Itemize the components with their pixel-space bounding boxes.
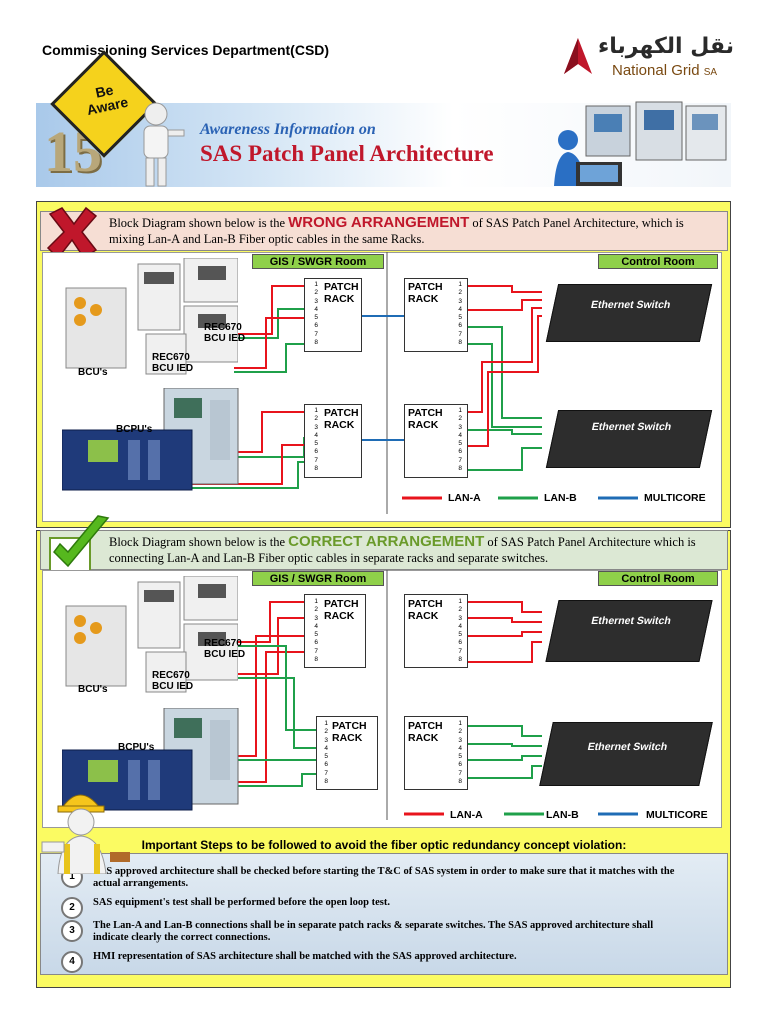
- national-grid-logo-icon: [562, 36, 594, 76]
- bcu-label: BCU's: [78, 367, 108, 378]
- step-number: 2: [61, 897, 83, 919]
- legend-multicore: MULTICORE: [646, 809, 708, 821]
- ethernet-switch-lower: Ethernet Switch: [545, 410, 713, 468]
- ethernet-switch-upper: Ethernet Switch: [545, 600, 713, 662]
- legend-lan-a: LAN-A: [450, 809, 483, 821]
- banner-subtitle: Awareness Information on: [200, 121, 376, 138]
- correct-arrangement-label: CORRECT ARRANGEMENT: [288, 533, 485, 550]
- legend-lan-b: LAN-B: [546, 809, 579, 821]
- patch-rack-control-lower: [404, 716, 468, 790]
- bcpu-equipment-icon: [61, 387, 242, 498]
- legend-lan-a: LAN-A: [448, 492, 481, 504]
- correct-arrangement-note: Block Diagram shown below is the CORRECT…: [40, 530, 728, 570]
- worker-icon: [40, 778, 136, 875]
- bcu-label: BCU's: [78, 684, 108, 695]
- patch-rack-control-upper: [404, 278, 468, 352]
- step-number: 3: [61, 920, 83, 942]
- figure-icon: [118, 100, 188, 190]
- patch-rack-gis-upper: [304, 594, 366, 668]
- legend-lan-b: LAN-B: [544, 492, 577, 504]
- patch-rack-control-upper: [404, 594, 468, 668]
- control-room-label: Control Room: [598, 571, 718, 586]
- gis-room-label: GIS / SWGR Room: [252, 254, 384, 269]
- banner-title: SAS Patch Panel Architecture: [200, 141, 494, 166]
- steps-heading: Important Steps to be followed to avoid …: [141, 838, 627, 852]
- department-title: Commissioning Services Department(CSD): [42, 42, 330, 58]
- bcpu-label: BCPU's: [118, 742, 155, 753]
- bcu-equipment-icon: [58, 575, 239, 696]
- computer-user-icon: [546, 100, 730, 188]
- wrong-diagram-wiring: [182, 252, 638, 514]
- wrong-arrangement-note: Block Diagram shown below is the WRONG A…: [40, 211, 728, 251]
- step-number: 4: [61, 951, 83, 973]
- patch-rack-gis-upper: [304, 278, 362, 352]
- patch-rack-gis-lower: [304, 404, 362, 478]
- wrong-arrangement-label: WRONG ARRANGEMENT: [288, 214, 470, 231]
- wrong-x-icon: [44, 204, 100, 260]
- patch-rack-gis-lower: [316, 716, 378, 790]
- patch-rack-control-lower: [404, 404, 468, 478]
- control-room-label: Control Room: [598, 254, 718, 269]
- logo-english-text: National Grid SA: [612, 62, 718, 79]
- gis-room-label: GIS / SWGR Room: [252, 571, 384, 586]
- logo-arabic-text: نقل الكهرباء: [598, 34, 734, 59]
- ethernet-switch-upper: Ethernet Switch: [545, 284, 713, 342]
- legend-multicore: MULTICORE: [644, 492, 706, 504]
- bcpu-equipment-icon: [61, 707, 242, 818]
- bcu-equipment-icon: [58, 257, 239, 378]
- ethernet-switch-lower: Ethernet Switch: [539, 722, 713, 786]
- bcpu-label: BCPU's: [116, 424, 153, 435]
